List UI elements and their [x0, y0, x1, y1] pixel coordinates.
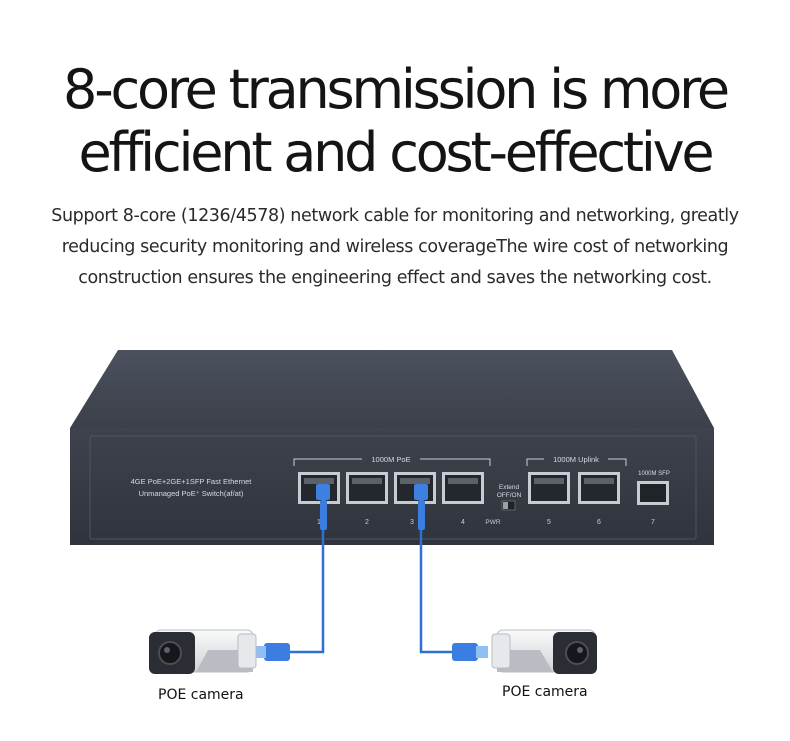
sfp-label: 1000M SFP [638, 471, 670, 477]
uplink-group-label: 1000M Uplink [553, 455, 599, 464]
uplink-group-bracket [526, 458, 627, 466]
description-line-3: construction ensures the engineering eff… [78, 268, 712, 288]
camera-label-left: POE camera [158, 687, 244, 703]
poe-camera-left [149, 629, 257, 674]
switch-front-bezel [89, 435, 697, 540]
sfp-port[interactable] [637, 481, 669, 505]
port-number-1: 1 [317, 519, 321, 526]
uplink-port-5[interactable] [528, 472, 570, 504]
port-number-7: 7 [651, 519, 655, 526]
port-number-2: 2 [365, 519, 369, 526]
model-text-line-2: Unmanaged PoE⁺ Switch(af/at) [139, 489, 244, 498]
description-line-2: reducing security monitoring and wireles… [61, 237, 729, 257]
description-line-1: Support 8-core (1236/4578) network cable… [51, 206, 739, 226]
port-number-6: 6 [597, 519, 601, 526]
poe-camera-right [491, 629, 597, 674]
pwr-label: PWR [485, 519, 500, 526]
extend-label: Extend [499, 484, 520, 491]
camera-label-right: POE camera [502, 684, 588, 700]
extend-state-label: OFF/ON [497, 492, 522, 499]
poe-group-label: 1000M PoE [371, 455, 410, 464]
poe-port-2[interactable] [346, 472, 388, 504]
network-switch: 4GE PoE+2GE+1SFP Fast Ethernet Unmanaged… [70, 350, 714, 545]
headline-line-1: 8-core transmission is more [63, 58, 730, 121]
ethernet-cable-right [414, 484, 488, 661]
headline-line-2: efficient and cost-effective [78, 121, 715, 184]
extend-toggle[interactable] [501, 500, 516, 511]
uplink-port-6[interactable] [578, 472, 620, 504]
ethernet-cable-left [254, 484, 330, 661]
poe-port-4[interactable] [442, 472, 484, 504]
port-number-3: 3 [410, 519, 414, 526]
poe-group-bracket [293, 458, 491, 466]
model-text-line-1: 4GE PoE+2GE+1SFP Fast Ethernet [131, 477, 253, 486]
switch-top-panel [70, 350, 714, 428]
port-number-4: 4 [461, 519, 465, 526]
port-number-5: 5 [547, 519, 551, 526]
